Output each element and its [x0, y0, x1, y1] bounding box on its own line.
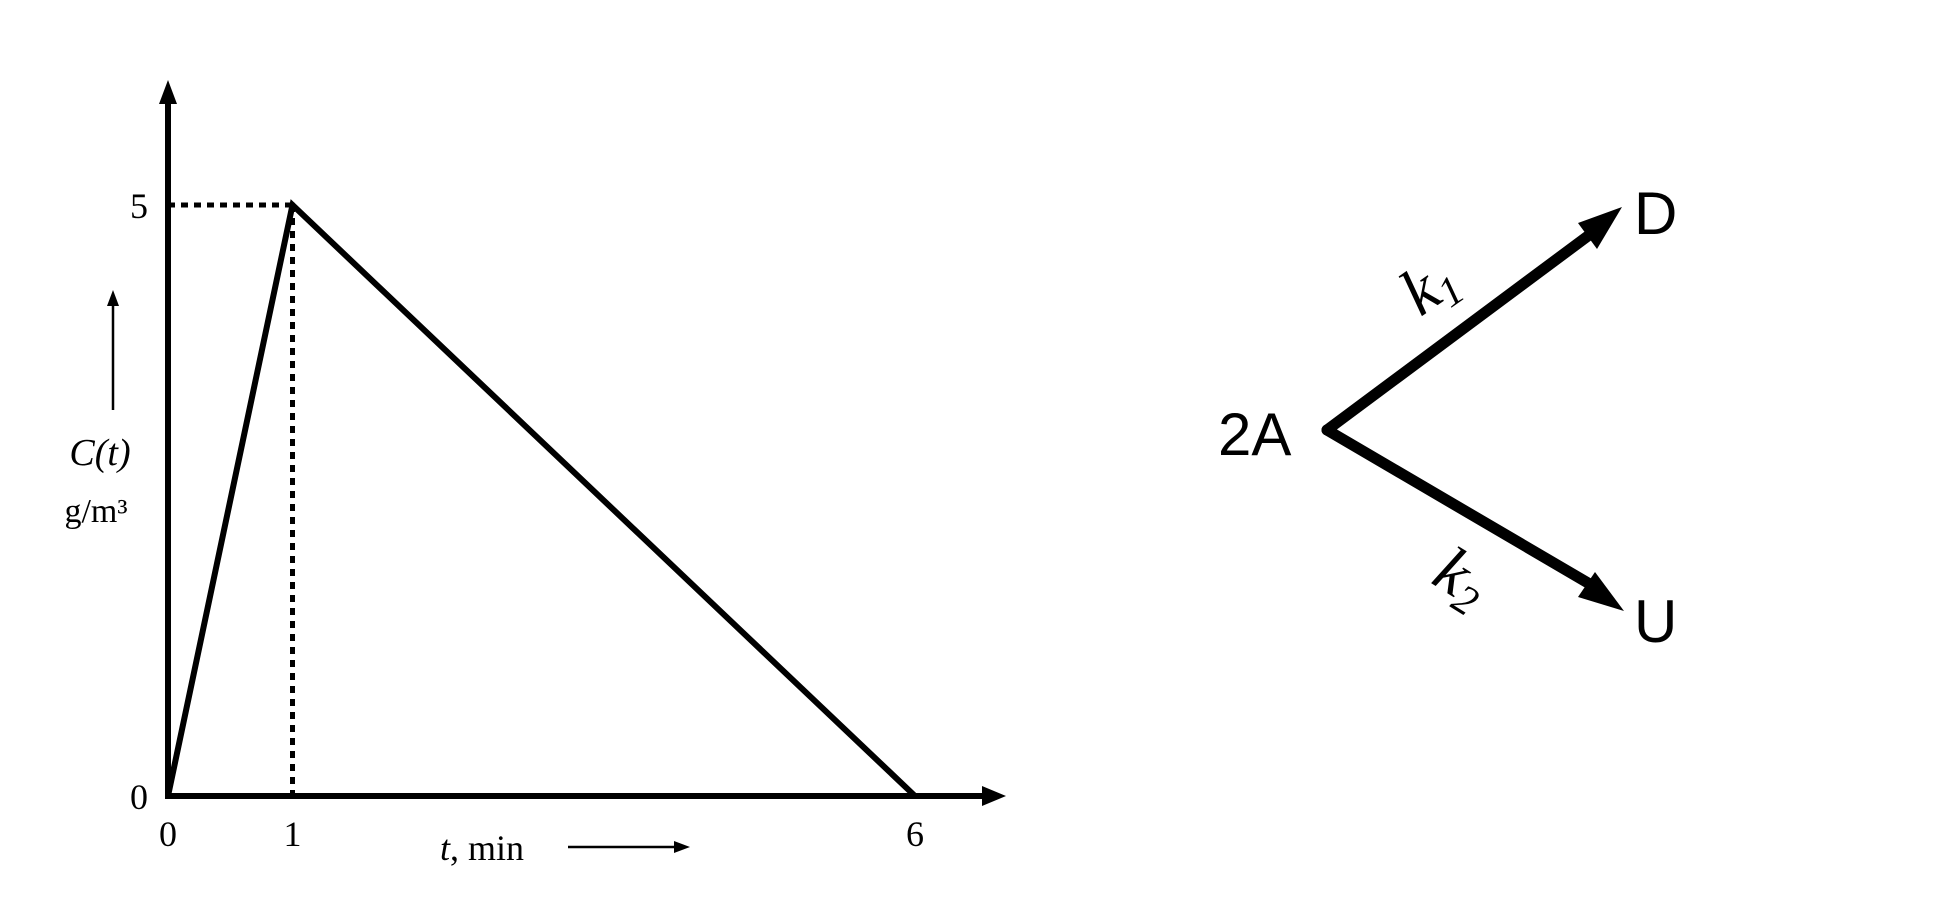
arrow-to-d-head	[1578, 207, 1622, 249]
product-d-label: D	[1634, 180, 1677, 247]
arrow-to-d	[1321, 221, 1606, 436]
data-point	[289, 202, 296, 208]
x-axis-label-variable: t	[440, 828, 451, 868]
y-axis-arrowhead	[159, 80, 177, 104]
x-axis-label: t, min	[440, 828, 524, 868]
x-axis-label-arrowhead	[674, 841, 690, 853]
x-axis-arrowhead	[982, 786, 1006, 806]
y-axis-label-unit: g/m³	[64, 493, 127, 530]
x-axis-label-unit: , min	[450, 828, 524, 868]
x-tick-label: 0	[159, 814, 177, 854]
arrow-to-u	[1321, 424, 1606, 596]
product-u-label: U	[1634, 588, 1677, 655]
y-tick-label: 0	[130, 777, 148, 817]
y-axis-label-arrowhead	[107, 290, 119, 306]
data-point	[912, 793, 918, 799]
x-tick-label: 1	[284, 814, 302, 854]
x-tick-label: 6	[906, 814, 924, 854]
rate-constant-k1: k1	[1387, 241, 1473, 334]
reactant-label: 2A	[1218, 401, 1291, 468]
arrow-to-u-head	[1578, 572, 1624, 611]
rate-constant-k2: k2	[1419, 533, 1503, 626]
svg-text:k2: k2	[1419, 533, 1503, 626]
concentration-chart: 0 1 6 0 5 t, min C(t) g/m³	[64, 80, 1006, 868]
data-point	[165, 793, 171, 799]
reaction-scheme: 2A D U k1 k2	[1218, 180, 1677, 655]
y-axis-label-quantity: C(t)	[69, 432, 130, 474]
concentration-series-line	[165, 199, 918, 799]
svg-text:k1: k1	[1387, 241, 1473, 334]
y-tick-label: 5	[130, 186, 148, 226]
